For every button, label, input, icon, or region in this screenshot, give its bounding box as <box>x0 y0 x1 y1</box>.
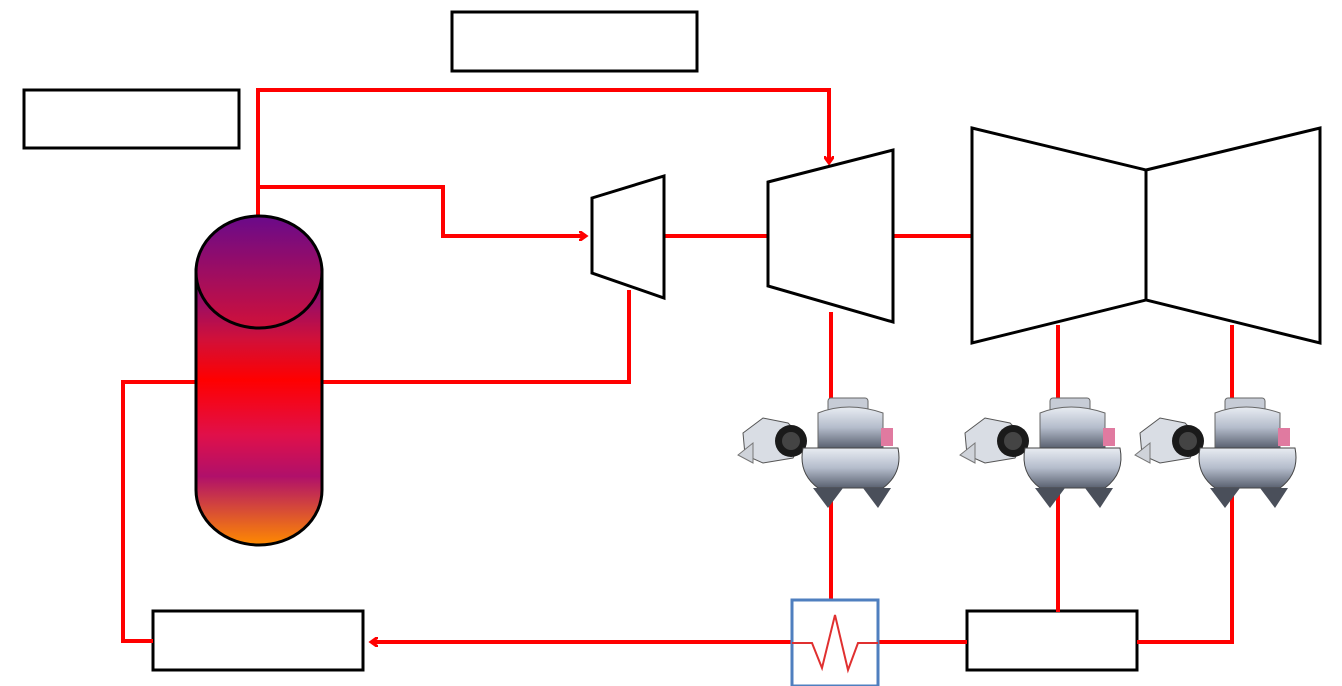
pipe-small-down-to-drum <box>322 290 631 384</box>
bottom-left-label-box <box>151 609 365 672</box>
small-turbine <box>590 173 666 301</box>
steam-drum <box>194 214 324 547</box>
pipe-drum-up <box>256 88 829 228</box>
pipe-to-small-turbine <box>258 185 585 236</box>
left-label-box <box>22 88 241 150</box>
heat-exchanger <box>790 598 880 686</box>
lp-turbine-double-flow <box>970 126 1322 345</box>
bottom-right-label-box <box>965 609 1139 672</box>
top-label-box <box>450 10 699 73</box>
pipe-box-to-drum <box>121 380 196 643</box>
valve-assembly-1 <box>737 397 900 509</box>
valve-assembly-2 <box>959 397 1122 509</box>
hp-turbine <box>766 148 895 324</box>
valve-assembly-3 <box>1134 397 1297 509</box>
